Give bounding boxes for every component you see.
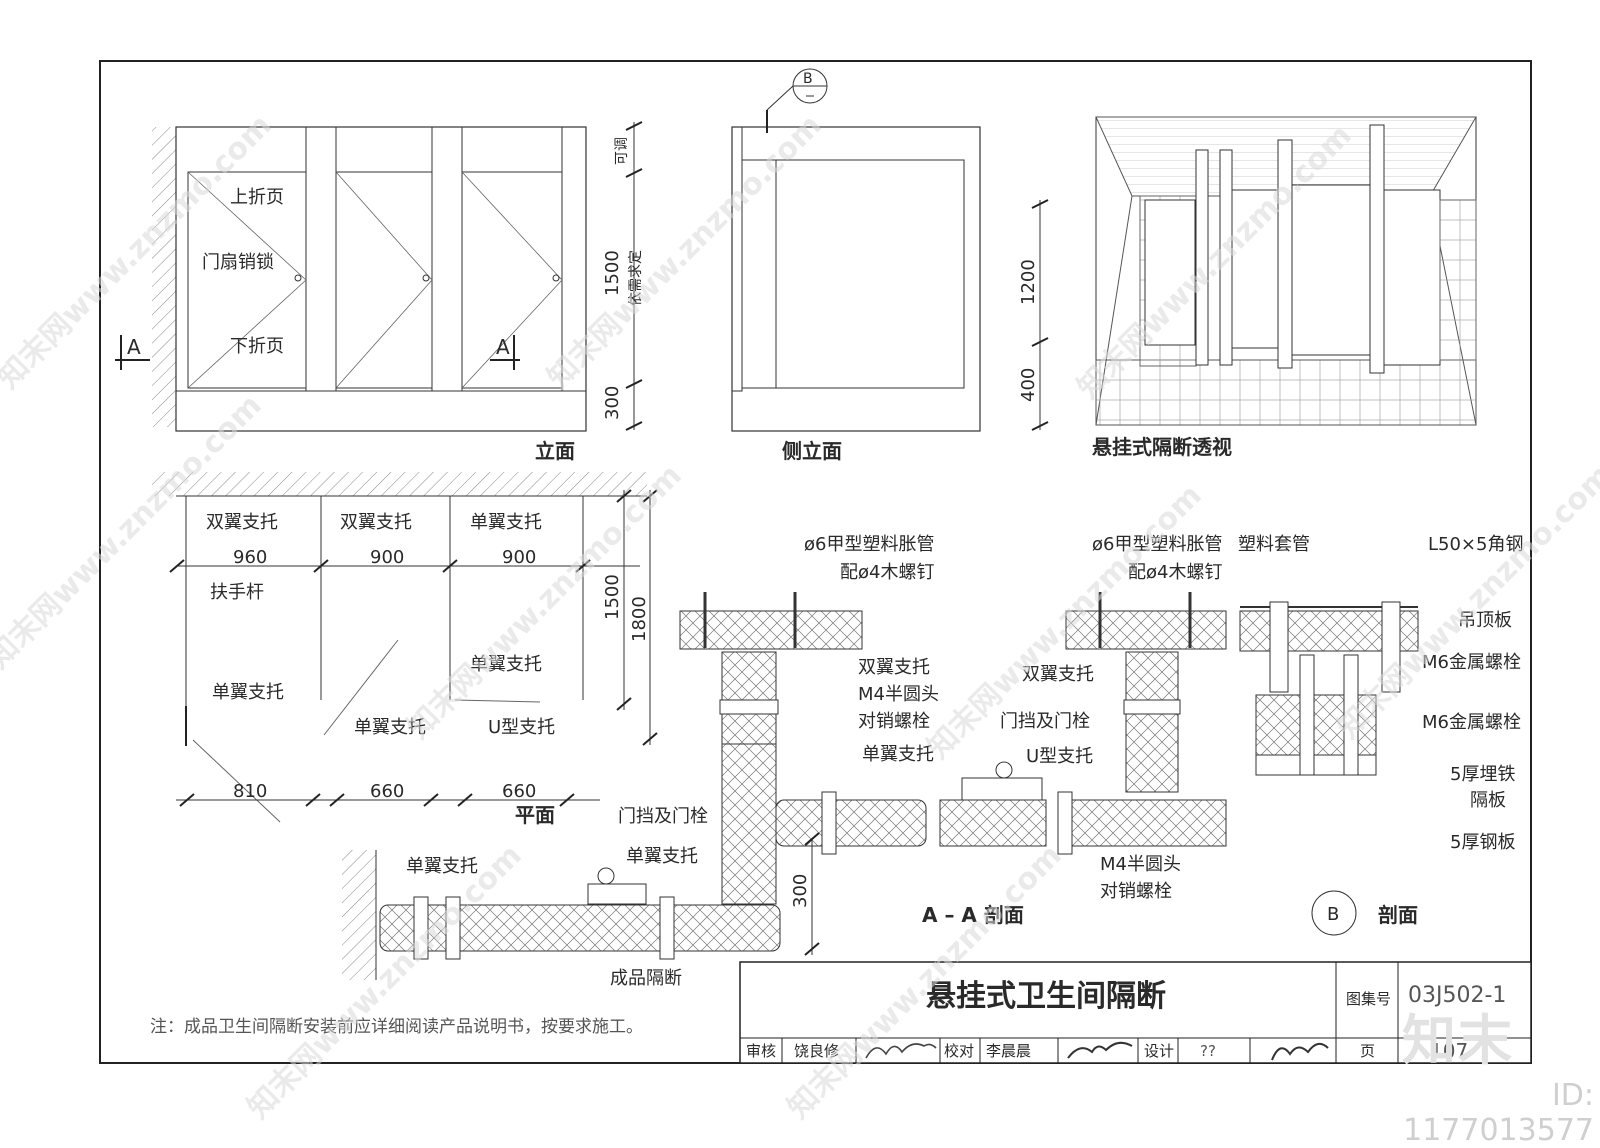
plan-label-single-wing-top: 单翼支托 (470, 512, 542, 533)
image-id-label: ID: 1177013577 (1403, 1078, 1594, 1148)
aa-label-single-wing-b: 单翼支托 (626, 846, 698, 867)
side-elevation-view (731, 68, 1049, 432)
aa-label-single-wing-c: 单翼支托 (406, 856, 478, 877)
b-callout-letter: B (1327, 904, 1339, 925)
dim-1500: 1500 (602, 250, 623, 296)
aa-label-through-bolt-right: 对销螺栓 (1100, 881, 1172, 902)
b-label-steel-plate: 5厚钢板 (1450, 832, 1515, 853)
aa-label-door-stop-b: 门挡及门栓 (1000, 711, 1090, 732)
title-block (739, 961, 1532, 1064)
section-mark-a-right: A (496, 335, 510, 359)
plan-dim-660-b: 660 (502, 781, 536, 802)
tb-page-number: 107 (1430, 1039, 1468, 1063)
aa-dim-300: 300 (790, 874, 811, 908)
aa-label-wood-screw-left: 配ø4木螺钉 (840, 562, 934, 583)
plan-dim-1500: 1500 (602, 574, 623, 620)
title-block-title: 悬挂式卫生间隔断 (926, 979, 1166, 1014)
b-label-angle-steel: L50×5角钢 (1428, 534, 1523, 555)
title-side-elevation: 侧立面 (782, 439, 842, 463)
plan-dim-900-a: 900 (370, 547, 404, 568)
dim-400: 400 (1018, 368, 1039, 402)
section-aa-view (342, 592, 1227, 980)
plan-label-u-bracket: U型支托 (488, 717, 555, 738)
aa-label-u-bracket: U型支托 (1026, 746, 1093, 767)
atlas-number: 03J502-1 (1408, 983, 1506, 1008)
elevation-view (115, 121, 643, 432)
aa-label-wood-screw-right: 配ø4木螺钉 (1128, 562, 1222, 583)
tb-review-label: 审核 (746, 1042, 776, 1060)
plan-dim-900-b: 900 (502, 547, 536, 568)
section-mark-a-left: A (127, 335, 141, 359)
dim-as-required: 依需求定 (628, 250, 644, 306)
aa-label-m4-bolt-right: M4半圆头 (1100, 854, 1181, 875)
plan-dim-660-a: 660 (370, 781, 404, 802)
tb-design-label: 设计 (1144, 1042, 1174, 1060)
tb-reviewer-name: 饶良修 (794, 1042, 839, 1060)
plan-label-single-wing-mid: 单翼支托 (354, 717, 426, 738)
atlas-label: 图集号 (1346, 990, 1391, 1008)
b-label-embedded-iron: 5厚埋铁 (1450, 764, 1515, 785)
svg-text:知末网www.znzmo.com: 知末网www.znzmo.com (241, 838, 529, 1125)
plan-label-double-wing-2: 双翼支托 (340, 512, 412, 533)
aa-label-expansion-anchor-left: ø6甲型塑料胀管 (804, 534, 934, 555)
title-elevation: 立面 (535, 439, 575, 463)
plan-dim-1800: 1800 (629, 596, 650, 642)
plan-dim-810: 810 (233, 781, 267, 802)
plan-label-single-wing-left: 单翼支托 (212, 682, 284, 703)
b-label-m6-bolt-b: M6金属螺栓 (1422, 712, 1521, 733)
tb-check-label: 校对 (944, 1042, 974, 1060)
plan-dim-960: 960 (233, 547, 267, 568)
tb-checker-name: 李晨晨 (986, 1042, 1031, 1060)
tb-designer-name: ?? (1200, 1042, 1216, 1060)
dim-300: 300 (602, 386, 623, 420)
aa-label-door-stop-a: 门挡及门栓 (618, 806, 708, 827)
label-door-lock: 门扇销锁 (202, 252, 274, 273)
b-label-plastic-sleeve: 塑料套管 (1238, 534, 1310, 555)
aa-label-finished-partition: 成品隔断 (610, 968, 682, 989)
title-plan: 平面 (515, 803, 555, 827)
aa-label-expansion-anchor-right: ø6甲型塑料胀管 (1092, 534, 1222, 555)
svg-text:知末网www.znzmo.com: 知末网www.znzmo.com (541, 108, 829, 396)
installation-note: 注：成品卫生间隔断安装前应详细阅读产品说明书，按要求施工。 (150, 1017, 643, 1037)
plan-label-double-wing-1: 双翼支托 (206, 512, 278, 533)
title-perspective: 悬挂式隔断透视 (1092, 435, 1232, 459)
plan-label-single-wing-right: 单翼支托 (470, 654, 542, 675)
aa-label-single-wing-a: 单翼支托 (862, 744, 934, 765)
aa-label-double-wing-left: 双翼支托 (858, 657, 930, 678)
b-label-ceiling-board: 吊顶板 (1458, 610, 1512, 631)
aa-label-double-wing-right: 双翼支托 (1022, 664, 1094, 685)
aa-label-through-bolt-left: 对销螺栓 (858, 711, 930, 732)
svg-text:知末网www.znzmo.com: 知末网www.znzmo.com (1331, 458, 1600, 746)
aa-label-m4-bolt-left: M4半圆头 (858, 684, 939, 705)
perspective-view (1095, 116, 1477, 426)
title-section-aa: A – A 剖面 (922, 903, 1024, 927)
dim-adjustable: 可调 (614, 137, 630, 165)
drawing-sheet: 上折页 门扇销锁 下折页 A A 可调 1500 依需求定 300 立面 B 1… (0, 60, 1600, 1125)
callout-b-letter: B (803, 71, 813, 87)
title-section-b: 剖面 (1378, 903, 1418, 927)
label-upper-hinge: 上折页 (230, 187, 284, 208)
plan-label-grab-bar: 扶手杆 (210, 582, 264, 603)
b-label-m6-bolt-a: M6金属螺栓 (1422, 652, 1521, 673)
b-label-partition: 隔板 (1470, 790, 1506, 811)
dim-1200: 1200 (1018, 259, 1039, 305)
plan-view (152, 472, 658, 823)
brand-logo: 知末 (1402, 1009, 1514, 1072)
label-lower-hinge: 下折页 (230, 336, 284, 357)
section-b-view (1239, 601, 1419, 936)
tb-page-label: 页 (1360, 1042, 1375, 1060)
